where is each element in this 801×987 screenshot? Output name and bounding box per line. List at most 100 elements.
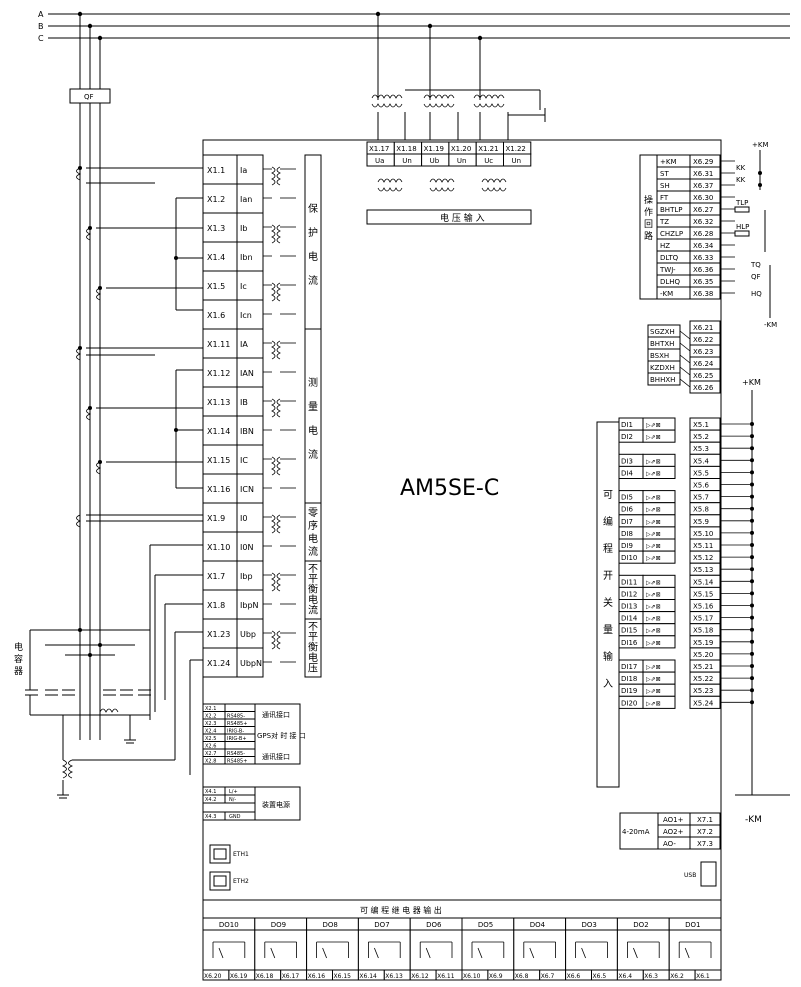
- power-label: 装置电源: [262, 800, 290, 809]
- current-group-label: 电: [308, 424, 318, 437]
- signal-name: KZDXH: [650, 364, 675, 372]
- voltage-inner-transformers: [366, 178, 532, 225]
- op-tlp: TLP: [735, 199, 748, 207]
- di-name: DI15: [621, 627, 637, 635]
- op-loop-signal: BHTLP: [660, 206, 682, 214]
- signal-terminal: X6.24: [693, 360, 714, 368]
- capacitor-label: 电容器: [14, 641, 23, 677]
- current-signal: UbpN: [240, 659, 262, 668]
- power-signal: L/+: [229, 789, 238, 795]
- op-loop-terminal: X6.38: [693, 290, 713, 298]
- op-loop-terminal: X6.33: [693, 254, 713, 262]
- di-name: DI5: [621, 494, 633, 502]
- comm-signal: IRIG-B-: [227, 729, 244, 735]
- current-group-label: 流: [308, 274, 318, 287]
- di-opto-symbol: ▷⇗⊠: [646, 700, 661, 707]
- di-terminal: X5.18: [693, 627, 713, 635]
- current-terminal-id: X1.8: [207, 601, 225, 610]
- di-terminal: X5.12: [693, 554, 713, 562]
- op-loop-signal: DLHQ: [660, 278, 681, 286]
- ports: ETH1 ETH2 USB: [209, 844, 717, 891]
- relay-terminal: X6.6: [567, 973, 581, 980]
- signal-outputs-block: X6.21SGZXHX6.22BHTXHX6.23BSXHX6.24KZDXHX…: [647, 320, 721, 394]
- current-signal: IBN: [240, 427, 254, 436]
- di-name: DI14: [621, 615, 638, 623]
- comm-terminal: X2.5: [205, 736, 216, 742]
- current-signal: I0N: [240, 543, 253, 552]
- di-opto-symbol: ▷⇗⊠: [646, 591, 661, 598]
- di-name: DI4: [621, 469, 633, 477]
- current-terminal-id: X1.4: [207, 253, 225, 262]
- current-signal: Ibp: [240, 572, 253, 581]
- op-loop-signal: ST: [660, 170, 669, 178]
- di-name: DI10: [621, 554, 637, 562]
- di-terminal: X5.1: [693, 421, 709, 429]
- relay-terminal: X6.5: [593, 973, 607, 980]
- current-group-label: 流: [308, 603, 318, 616]
- voltage-signal: Un: [457, 157, 467, 165]
- current-terminal-id: X1.1: [207, 166, 225, 175]
- eth2-label: ETH2: [233, 878, 249, 885]
- di-terminal: X5.8: [693, 506, 709, 514]
- voltage-signal: Uc: [484, 157, 493, 165]
- voltage-terminal-id: X1.18: [396, 145, 416, 153]
- current-group-label: 电: [308, 532, 318, 545]
- signal-terminal: X6.26: [693, 384, 714, 392]
- di-terminal: X5.9: [693, 518, 709, 526]
- di-group-label: 输: [603, 650, 613, 663]
- current-signal: Ia: [240, 166, 247, 175]
- di-opto-symbol: ▷⇗⊠: [646, 422, 661, 429]
- relay-name: DO1: [685, 921, 700, 929]
- op-loop-signal: DLTQ: [660, 254, 679, 262]
- di-name: DI1: [621, 421, 633, 429]
- di-name: DI2: [621, 433, 633, 441]
- relay-terminal: X6.10: [463, 973, 481, 980]
- op-loop-signal: TZ: [659, 218, 669, 226]
- current-terminal-id: X1.15: [207, 456, 230, 465]
- pt-transformers: [371, 89, 546, 140]
- current-group-label: 平: [308, 574, 318, 585]
- current-signal: IB: [240, 398, 248, 407]
- voltage-terminal-id: X1.21: [478, 145, 498, 153]
- analog-signal: AO1+: [663, 816, 684, 824]
- bus-b-label: B: [38, 22, 44, 31]
- di-terminal: X5.15: [693, 590, 713, 598]
- di-group-label: 关: [603, 596, 613, 609]
- current-signal: Icn: [240, 311, 252, 320]
- current-group-label: 不: [308, 564, 318, 575]
- current-signal: Ubp: [240, 630, 256, 639]
- di-name: DI8: [621, 530, 633, 538]
- di-terminal: X5.16: [693, 603, 714, 611]
- voltage-input-block: X1.17UaX1.18UnX1.19UbX1.20UnX1.21UcX1.22…: [366, 141, 532, 167]
- op-neg-km: -KM: [764, 321, 777, 329]
- di-terminal: X5.5: [693, 469, 709, 477]
- di-terminal: X5.4: [693, 457, 709, 465]
- relay-terminal: X6.2: [670, 973, 684, 980]
- op-loop-label: 操: [644, 194, 653, 206]
- di-plus-km: +KM: [742, 378, 761, 387]
- relay-name: DO8: [323, 921, 338, 929]
- voltage-signal: Ub: [430, 157, 440, 165]
- power-terminal: X4.3: [205, 814, 216, 820]
- di-terminal: X5.24: [693, 699, 714, 707]
- di-terminal: X5.7: [693, 494, 709, 502]
- di-name: DI11: [621, 578, 637, 586]
- voltage-signal: Ua: [375, 157, 384, 165]
- voltage-terminal-id: X1.20: [451, 145, 471, 153]
- current-terminal-id: X1.16: [207, 485, 230, 494]
- signal-terminal: X6.25: [693, 372, 713, 380]
- power-terminal: X4.2: [205, 797, 216, 803]
- signal-name: BHTXH: [650, 340, 674, 348]
- relay-name: DO3: [582, 921, 597, 929]
- voltage-signal: Un: [402, 157, 412, 165]
- comm-signal: IRIG-B+: [227, 736, 247, 742]
- current-group-label: 电: [308, 651, 318, 664]
- di-terminal: X5.6: [693, 482, 709, 490]
- signal-name: SGZXH: [650, 328, 675, 336]
- analog-signal: AO-: [663, 840, 676, 848]
- current-group-label: 电: [308, 250, 318, 263]
- di-name: DI6: [621, 506, 633, 514]
- power-terminal: X4.1: [205, 789, 216, 795]
- di-group-label: 量: [603, 624, 613, 636]
